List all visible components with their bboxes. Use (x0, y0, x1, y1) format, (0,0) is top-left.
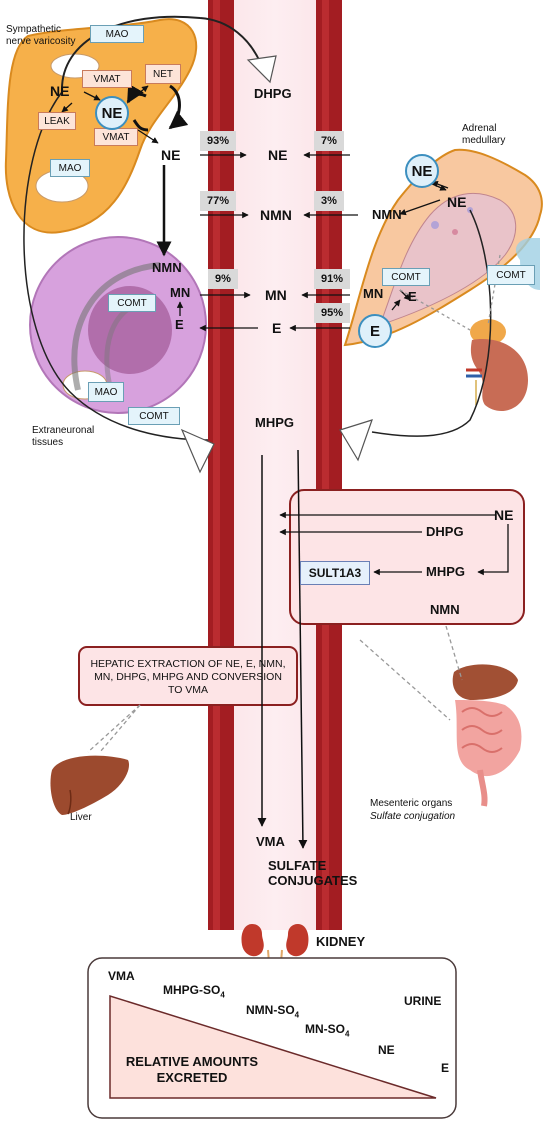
excretion-triangle (109, 994, 437, 1099)
sympathetic-label: Sympathetic nerve varicosity (6, 24, 76, 47)
liver-illustration (50, 755, 130, 815)
mn-vessel: MN (265, 287, 287, 303)
comt-box-right: COMT (487, 265, 535, 285)
mhpg-vessel: MHPG (255, 415, 294, 430)
net-box: NET (145, 64, 181, 84)
ne-vessel: NE (268, 147, 288, 163)
e-adrenal-small: E (408, 289, 417, 304)
extraneuronal-label: Extraneuronal tissues (32, 425, 95, 448)
excretion-vma: VMA (108, 969, 135, 983)
nmn-vessel: NMN (260, 207, 292, 223)
kidneys-icon (241, 924, 309, 976)
leak-box: LEAK (38, 112, 76, 130)
excretion-mhpg-so4: MHPG-SO4 (163, 983, 225, 1000)
mesenteric-organs-box (289, 489, 525, 625)
mao-box-varicosity: MAO (50, 159, 90, 177)
hepatic-text: HEPATIC EXTRACTION OF NE, E, NMN, MN, DH… (90, 658, 286, 696)
comt-box-adrenal: COMT (382, 268, 430, 286)
sulfate-conjugation-label: Sulfate conjugation (370, 811, 456, 822)
kidney-illustration (466, 319, 528, 412)
mn-extraneuronal: MN (170, 285, 191, 300)
pct-mn-adrenal: 91% (314, 269, 350, 289)
pct-nmn-extraneuronal: 77% (200, 191, 236, 211)
excretion-mn-so4: MN-SO4 (305, 1022, 350, 1039)
adrenal-label: Adrenal medullary (462, 123, 506, 146)
mn-adrenal: MN (363, 286, 384, 301)
adrenal-medulla (343, 148, 543, 347)
comt-box-extraneuronal: COMT (108, 294, 156, 312)
dhpg-vessel: DHPG (254, 86, 292, 101)
liver-label: Liver (70, 812, 92, 823)
ne-adrenal: NE (447, 194, 467, 210)
e-adrenal-circle: E (358, 314, 392, 348)
mao-box-extraneuronal: MAO (88, 382, 124, 402)
comt-box-lower: COMT (128, 407, 180, 425)
nmn-adrenal: NMN (372, 207, 402, 222)
mesenteric-label: Mesenteric organs (370, 798, 453, 809)
sulfate-conjugates: SULFATE CONJUGATES (268, 858, 358, 888)
transport-arrows (61, 83, 509, 849)
nmn-mesenteric: NMN (430, 602, 460, 617)
pct-nmn-adrenal: 3% (314, 191, 344, 211)
ne-vesicle: NE (95, 96, 129, 130)
excretion-nmn-so4: NMN-SO4 (246, 1003, 300, 1020)
vma-vessel: VMA (256, 834, 285, 849)
mao-box-top: MAO (90, 25, 144, 43)
pct-mn-extraneuronal: 9% (208, 269, 238, 289)
pct-ne-neural: 93% (200, 131, 236, 151)
ne-mesenteric: NE (494, 507, 514, 523)
sult1a3-box: SULT1A3 (300, 561, 370, 585)
relative-amounts-label: RELATIVE AMOUNTS EXCRETED (125, 1054, 259, 1085)
excretion-ne: NE (378, 1043, 395, 1057)
ne-released: NE (161, 147, 181, 163)
vmat-box-2: VMAT (94, 128, 138, 146)
pct-ne-adrenal: 7% (314, 131, 344, 151)
ne-adrenal-circle: NE (405, 154, 439, 188)
pct-e-adrenal: 95% (314, 303, 350, 323)
mhpg-mesenteric: MHPG (426, 564, 465, 579)
ne-cytosol: NE (50, 83, 70, 99)
hepatic-extraction-box (78, 646, 298, 706)
nmn-extraneuronal: NMN (152, 260, 182, 275)
vmat-box-1: VMAT (82, 70, 132, 88)
urine-label: URINE (404, 994, 442, 1008)
e-extraneuronal: E (175, 317, 184, 332)
kidney-label: KIDNEY (316, 934, 366, 949)
dhpg-mesenteric: DHPG (426, 524, 464, 539)
e-vessel: E (272, 320, 282, 336)
intestines-illustration (452, 664, 522, 807)
excretion-e: E (441, 1061, 450, 1075)
